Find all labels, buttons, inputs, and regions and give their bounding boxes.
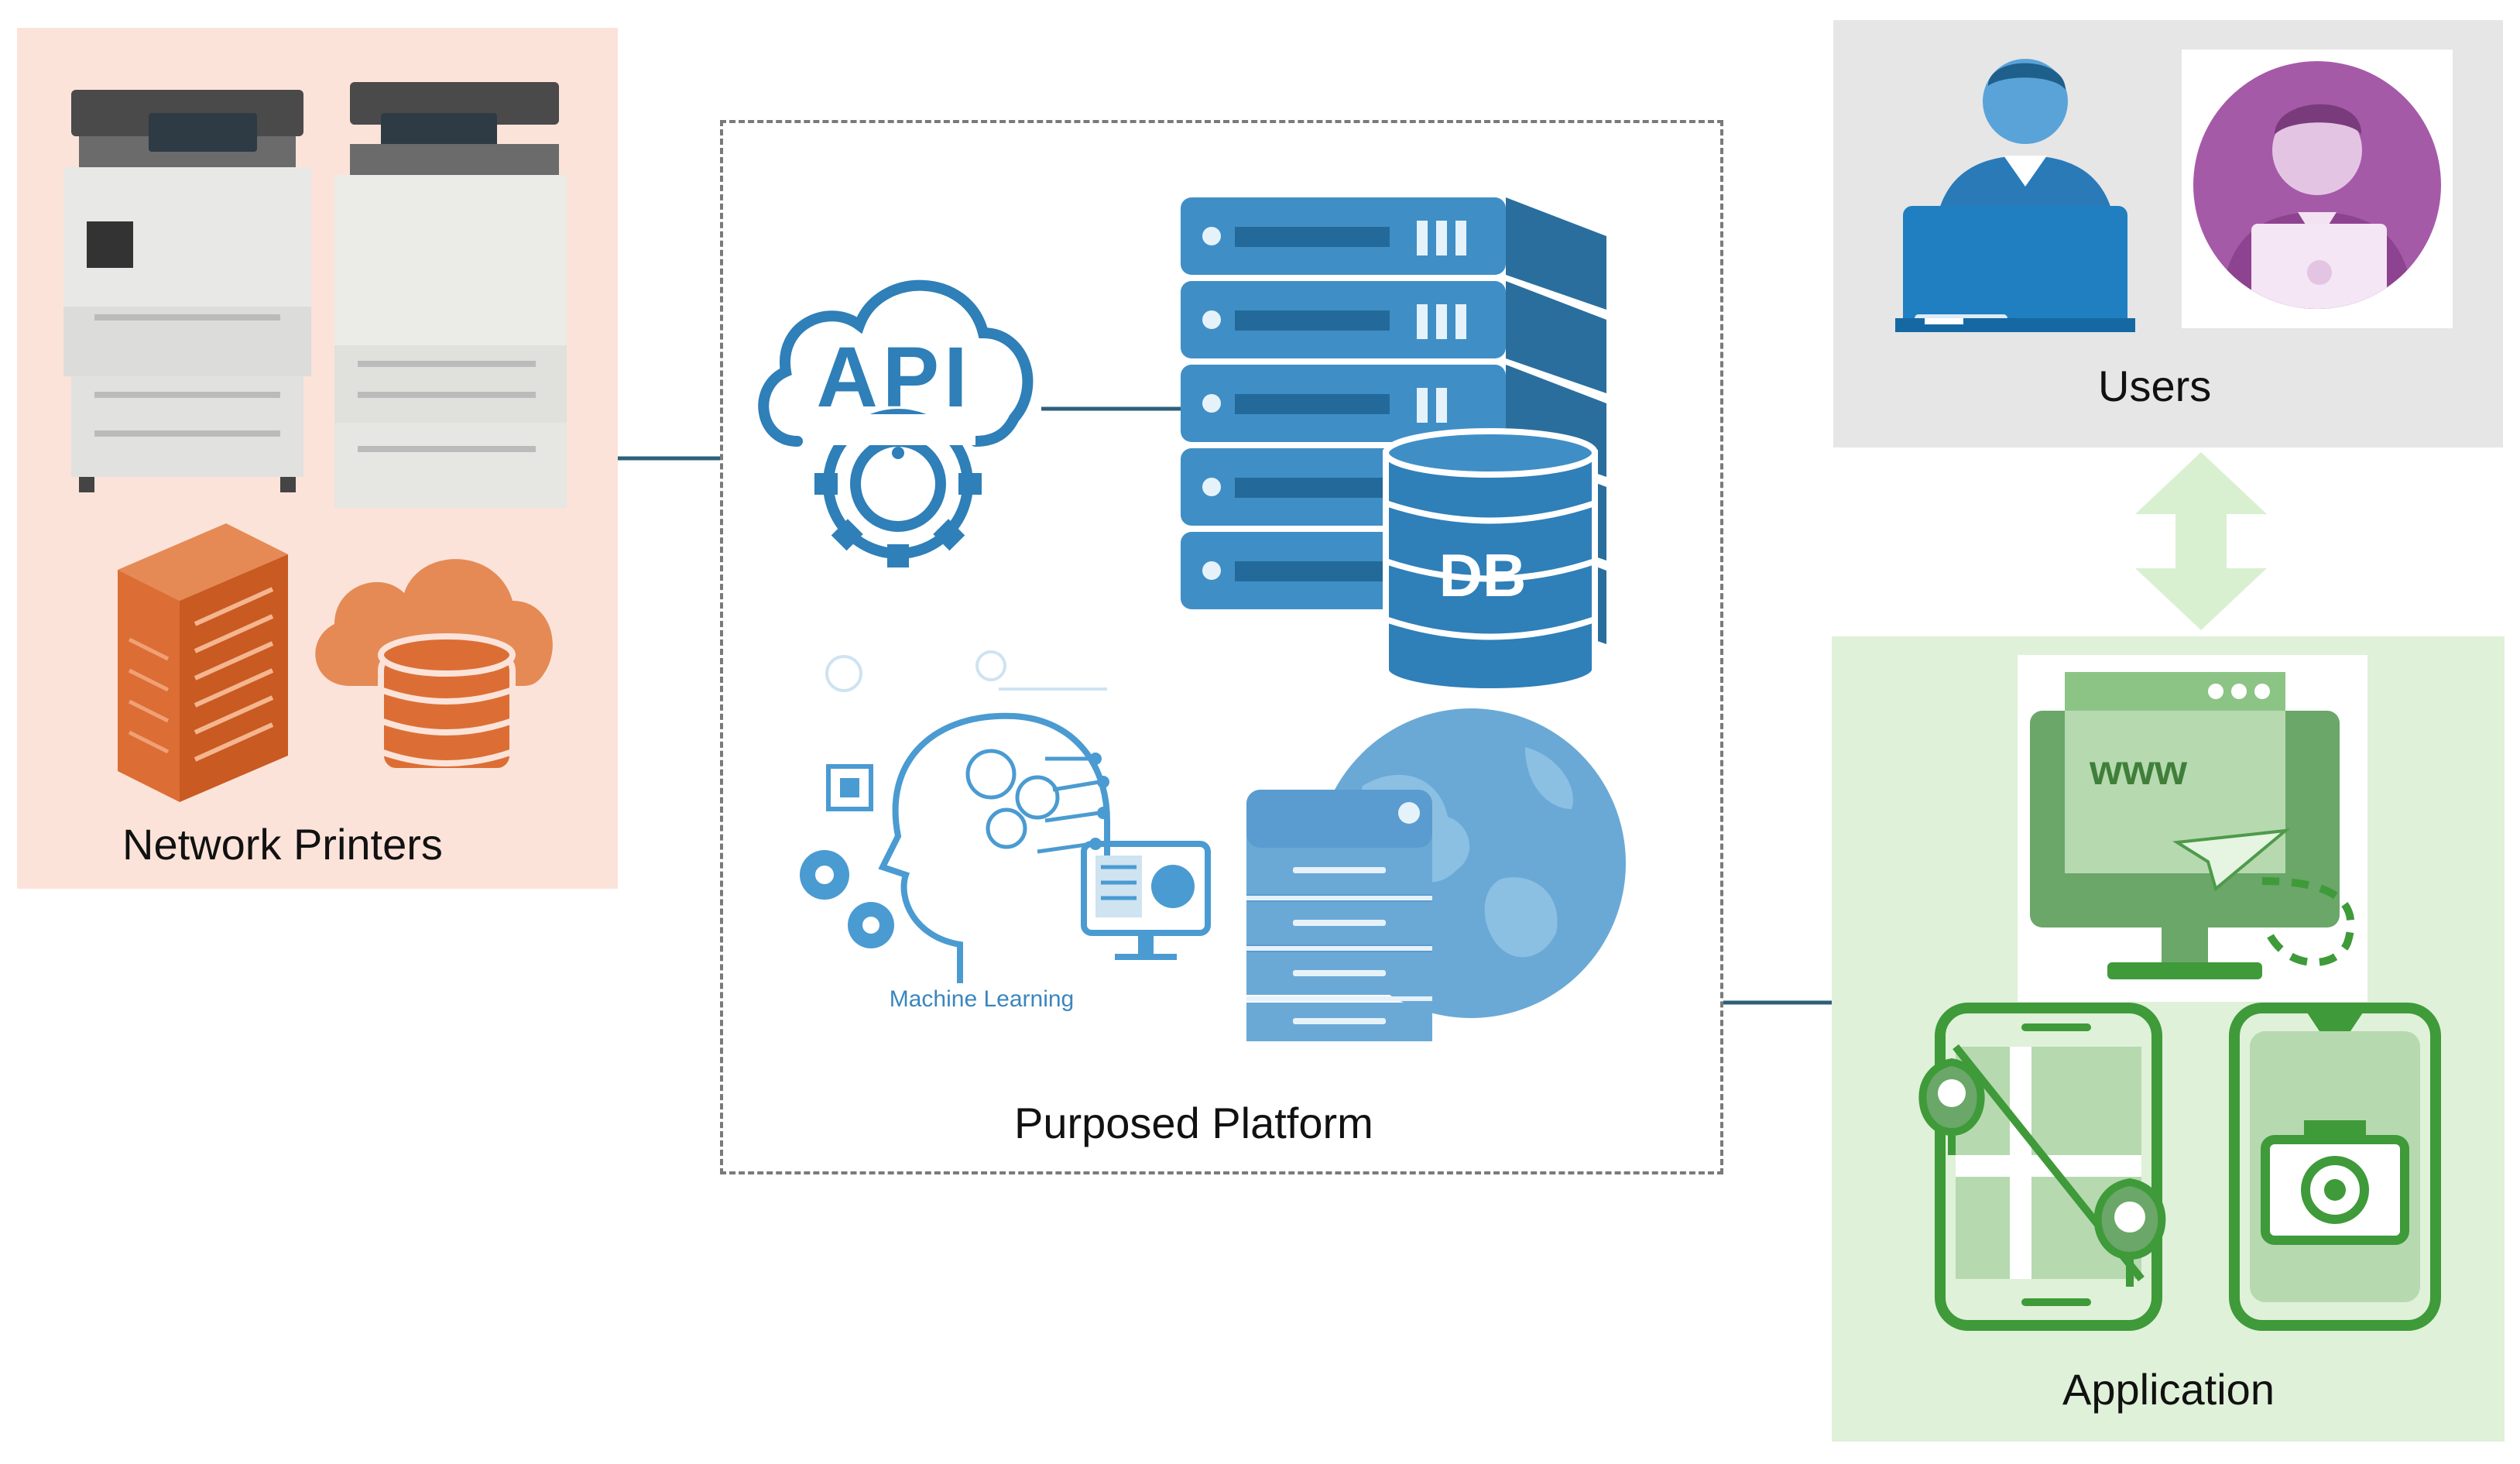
- web-browser-icon: www: [2030, 672, 2355, 979]
- camera-phone-icon: [2229, 1003, 2441, 1331]
- users-panel: Users: [1833, 20, 2503, 447]
- users-label: Users: [2098, 362, 2212, 410]
- bidirectional-arrow-icon: [2135, 452, 2267, 630]
- printer-photo: [63, 82, 567, 508]
- application-label: Application: [2062, 1365, 2275, 1414]
- server-icon: [118, 523, 288, 802]
- map-phone-icon: [1918, 1003, 2166, 1331]
- ml-text: Machine Learning: [890, 986, 1075, 1012]
- machine-learning-icon: Machine Learning: [800, 650, 1211, 1012]
- user-avatar-icon: [2193, 61, 2441, 309]
- cloud-database-icon: [315, 559, 553, 774]
- purposed-platform-box: [720, 120, 1723, 1174]
- db-text: DB: [1439, 541, 1527, 609]
- network-printers-panel: Network Printers: [17, 28, 618, 889]
- platform-label: Purposed Platform: [1014, 1099, 1373, 1147]
- user-laptop-icon: [1895, 59, 2135, 332]
- web-server-globe-icon: [1246, 708, 1626, 1041]
- application-panel: www Application: [1832, 636, 2505, 1442]
- web-text: www: [2089, 747, 2188, 794]
- printers-label: Network Printers: [122, 820, 443, 869]
- database-icon: DB: [1383, 428, 1598, 694]
- api-cloud-icon: API: [758, 279, 1034, 567]
